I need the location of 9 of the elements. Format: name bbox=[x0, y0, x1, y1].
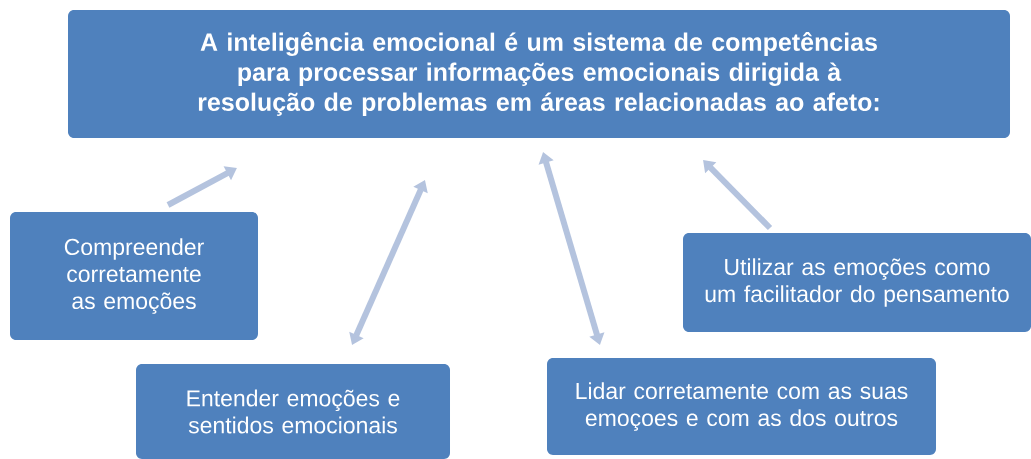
arrow bbox=[349, 180, 428, 345]
text-box: Lidar corretamente com as suas emoçoes e com as dos outros bbox=[547, 358, 936, 455]
text-box: Compreender corretamente as emoções bbox=[10, 212, 258, 340]
arrow bbox=[703, 160, 773, 231]
arrow bbox=[538, 152, 605, 345]
title-box: A inteligência emocional é um sistema de competências para processar informações emocionais dirigida à resolução de problemas em áreas relacionadas ao afeto: bbox=[68, 10, 1010, 138]
arrow bbox=[166, 166, 237, 208]
text-box: Entender emoções e sentidos emocionais bbox=[136, 364, 450, 459]
text-box: Utilizar as emoções como um facilitador do pensamento bbox=[683, 233, 1031, 332]
